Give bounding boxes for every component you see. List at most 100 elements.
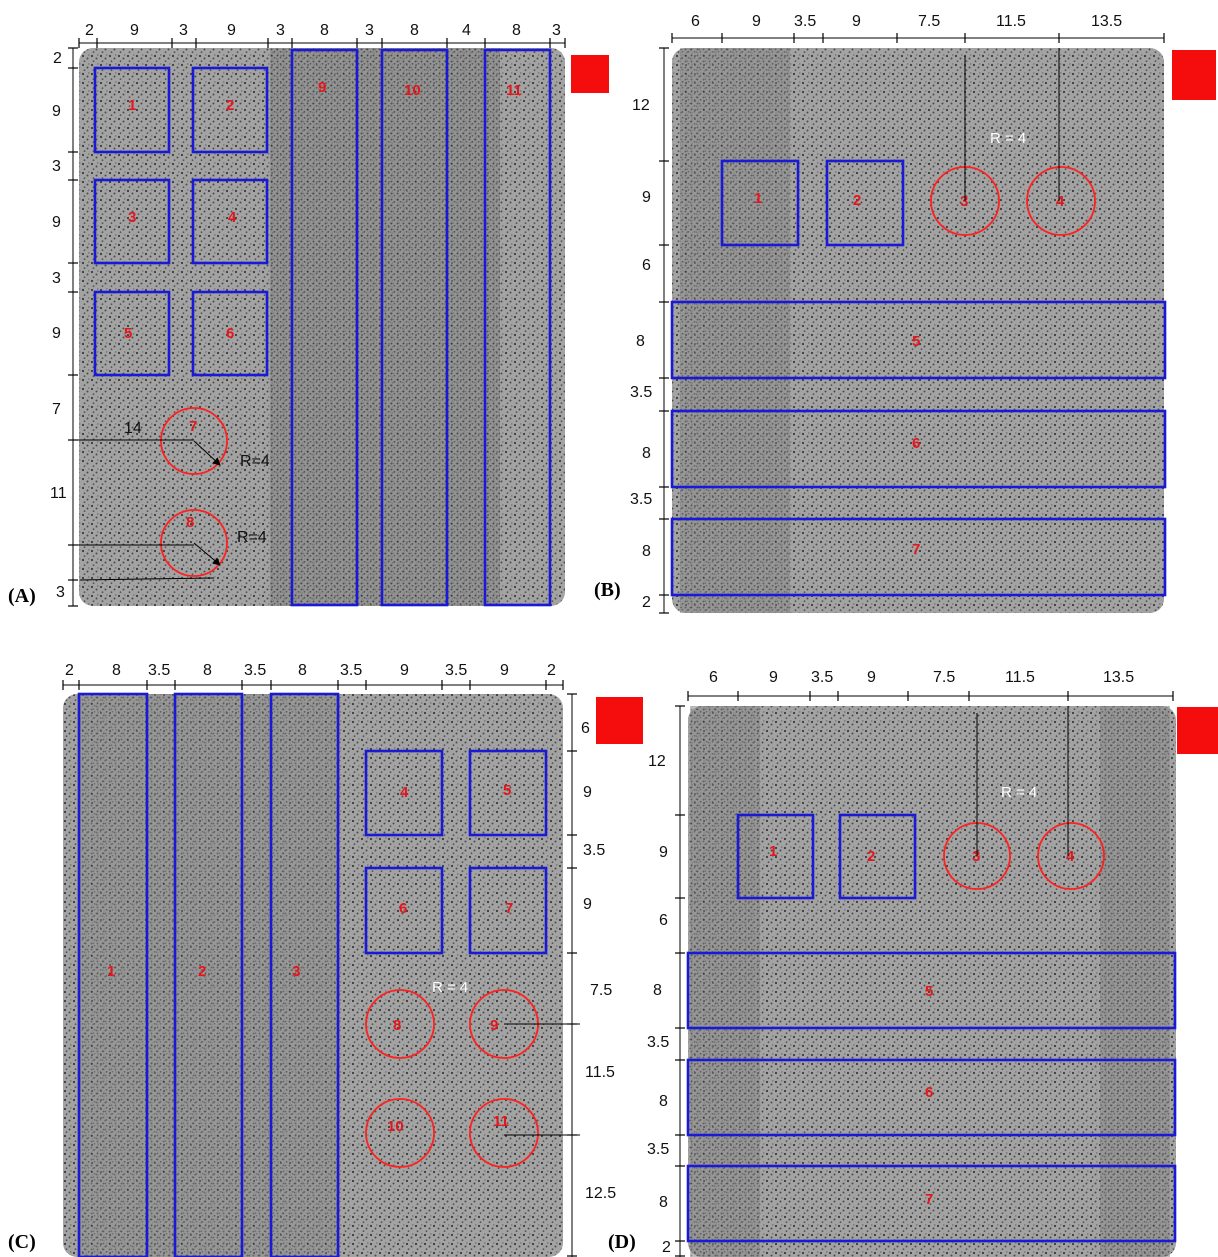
panel-label: (D): [608, 1231, 636, 1253]
dimension-label: 6: [709, 669, 718, 686]
marker-square: [1172, 50, 1216, 100]
dimension-label: 6: [691, 13, 700, 30]
dimension-label: 9: [227, 22, 236, 39]
dimension-label: 2: [53, 50, 62, 67]
dimension-label: 7.5: [590, 982, 612, 999]
radius-label: R=4: [240, 453, 270, 470]
dense-column-band: [80, 694, 340, 1257]
dimension-label: 8: [112, 662, 121, 679]
region-circle: [160, 407, 228, 475]
dimension-label: 13.5: [1091, 13, 1122, 30]
dimension-label: 3: [365, 22, 374, 39]
dimension-label: 14: [124, 420, 142, 437]
marker-square: [571, 55, 609, 93]
dimension-label: 3: [552, 22, 561, 39]
dimension-label: 9: [130, 22, 139, 39]
dimension-label: 3.5: [630, 384, 652, 401]
region-number: 5: [925, 983, 933, 1000]
dimension-label: 8: [642, 445, 651, 462]
region-number: 11: [493, 1113, 509, 1130]
dimension-label: 9: [583, 896, 592, 913]
wafer-substrate: [688, 706, 1176, 1257]
region-number: 10: [404, 82, 421, 99]
dimension-label: 8: [636, 333, 645, 350]
region-number: 1: [128, 97, 136, 114]
dimension-label: 9: [583, 784, 592, 801]
region-number: 8: [186, 514, 194, 531]
region-number: 5: [912, 333, 920, 350]
dimension-label: 6: [642, 257, 651, 274]
dimension-label: 9: [52, 103, 61, 120]
region-number: 7: [189, 418, 197, 435]
dimension-label: 8: [642, 543, 651, 560]
dimension-label: 9: [642, 189, 651, 206]
dimension-label: 12.5: [585, 1185, 616, 1202]
region-number: 6: [399, 900, 407, 917]
dimension-label: 8: [659, 1093, 668, 1110]
dimension-label: 3: [52, 270, 61, 287]
dimension-label: 3.5: [647, 1141, 669, 1158]
region-number: 7: [505, 900, 513, 917]
dimension-label: 3: [179, 22, 188, 39]
dimension-label: 2: [642, 594, 651, 611]
region-circle: [469, 1098, 539, 1168]
dimension-label: 6: [659, 912, 668, 929]
region-number: 6: [925, 1084, 933, 1101]
region-number: 3: [292, 963, 300, 980]
region-number: 6: [226, 325, 234, 342]
dimension-label: 11.5: [1005, 669, 1035, 686]
panel-c: 1 2 3 4 5 6 7 8 9 10 11 R = 4 2 8 3.5 8 …: [8, 662, 643, 1257]
panel-a: 1 2 3 4 5 6 7 8 9 10 11 2 9 3 9 3 8 3 8 …: [8, 22, 609, 607]
region-rect: [93, 66, 171, 154]
dimension-label: 3.5: [244, 662, 266, 679]
dimension-label: 7.5: [918, 13, 940, 30]
dimension-label: 2: [662, 1239, 671, 1256]
radius-label: R = 4: [1001, 784, 1037, 801]
region-number: 5: [124, 325, 132, 342]
radius-label: R=4: [237, 529, 267, 546]
dimension-label: 3.5: [148, 662, 170, 679]
dimension-label: 7: [52, 401, 61, 418]
region-rect: [191, 290, 269, 377]
region-number: 10: [387, 1118, 404, 1135]
region-circle: [1026, 166, 1096, 236]
region-number: 11: [506, 82, 522, 99]
region-rect: [483, 48, 552, 607]
dense-column-band: [680, 48, 790, 613]
region-rect: [468, 866, 548, 955]
marker-square: [596, 697, 643, 744]
region-rect: [269, 692, 340, 1257]
dimension-label: 3: [276, 22, 285, 39]
dimension-label: 8: [659, 1194, 668, 1211]
leader-line: [79, 577, 215, 581]
dense-column-band: [1100, 706, 1170, 1257]
side-dimension-ticks: [675, 705, 685, 1257]
radius-arrow: [193, 542, 221, 566]
side-dimension-ticks: [567, 693, 577, 1257]
region-rect: [686, 1164, 1177, 1243]
region-rect: [825, 159, 905, 247]
dimension-label: 3.5: [647, 1034, 669, 1051]
dimension-label: 11: [50, 485, 67, 502]
region-rect: [686, 1058, 1177, 1137]
region-number: 3: [972, 848, 980, 865]
dimension-label: 4: [462, 22, 471, 39]
radius-label: R = 4: [432, 979, 468, 996]
region-rect: [838, 813, 917, 900]
marker-square: [1177, 707, 1218, 754]
dimension-label: 3: [56, 584, 65, 601]
dimension-label: 6: [581, 720, 590, 737]
region-number: 2: [867, 848, 875, 865]
region-number: 2: [198, 963, 206, 980]
top-dimension-ticks: [62, 680, 564, 690]
region-number: 1: [107, 963, 115, 980]
radius-arrow: [193, 440, 221, 466]
region-circle: [1037, 822, 1105, 890]
wafer-substrate: [672, 48, 1164, 613]
region-number: 7: [925, 1191, 933, 1208]
dense-column-band: [270, 48, 500, 606]
dimension-label: 7.5: [933, 669, 955, 686]
top-dimension-ticks: [671, 33, 1165, 43]
dimension-label: 9: [500, 662, 509, 679]
